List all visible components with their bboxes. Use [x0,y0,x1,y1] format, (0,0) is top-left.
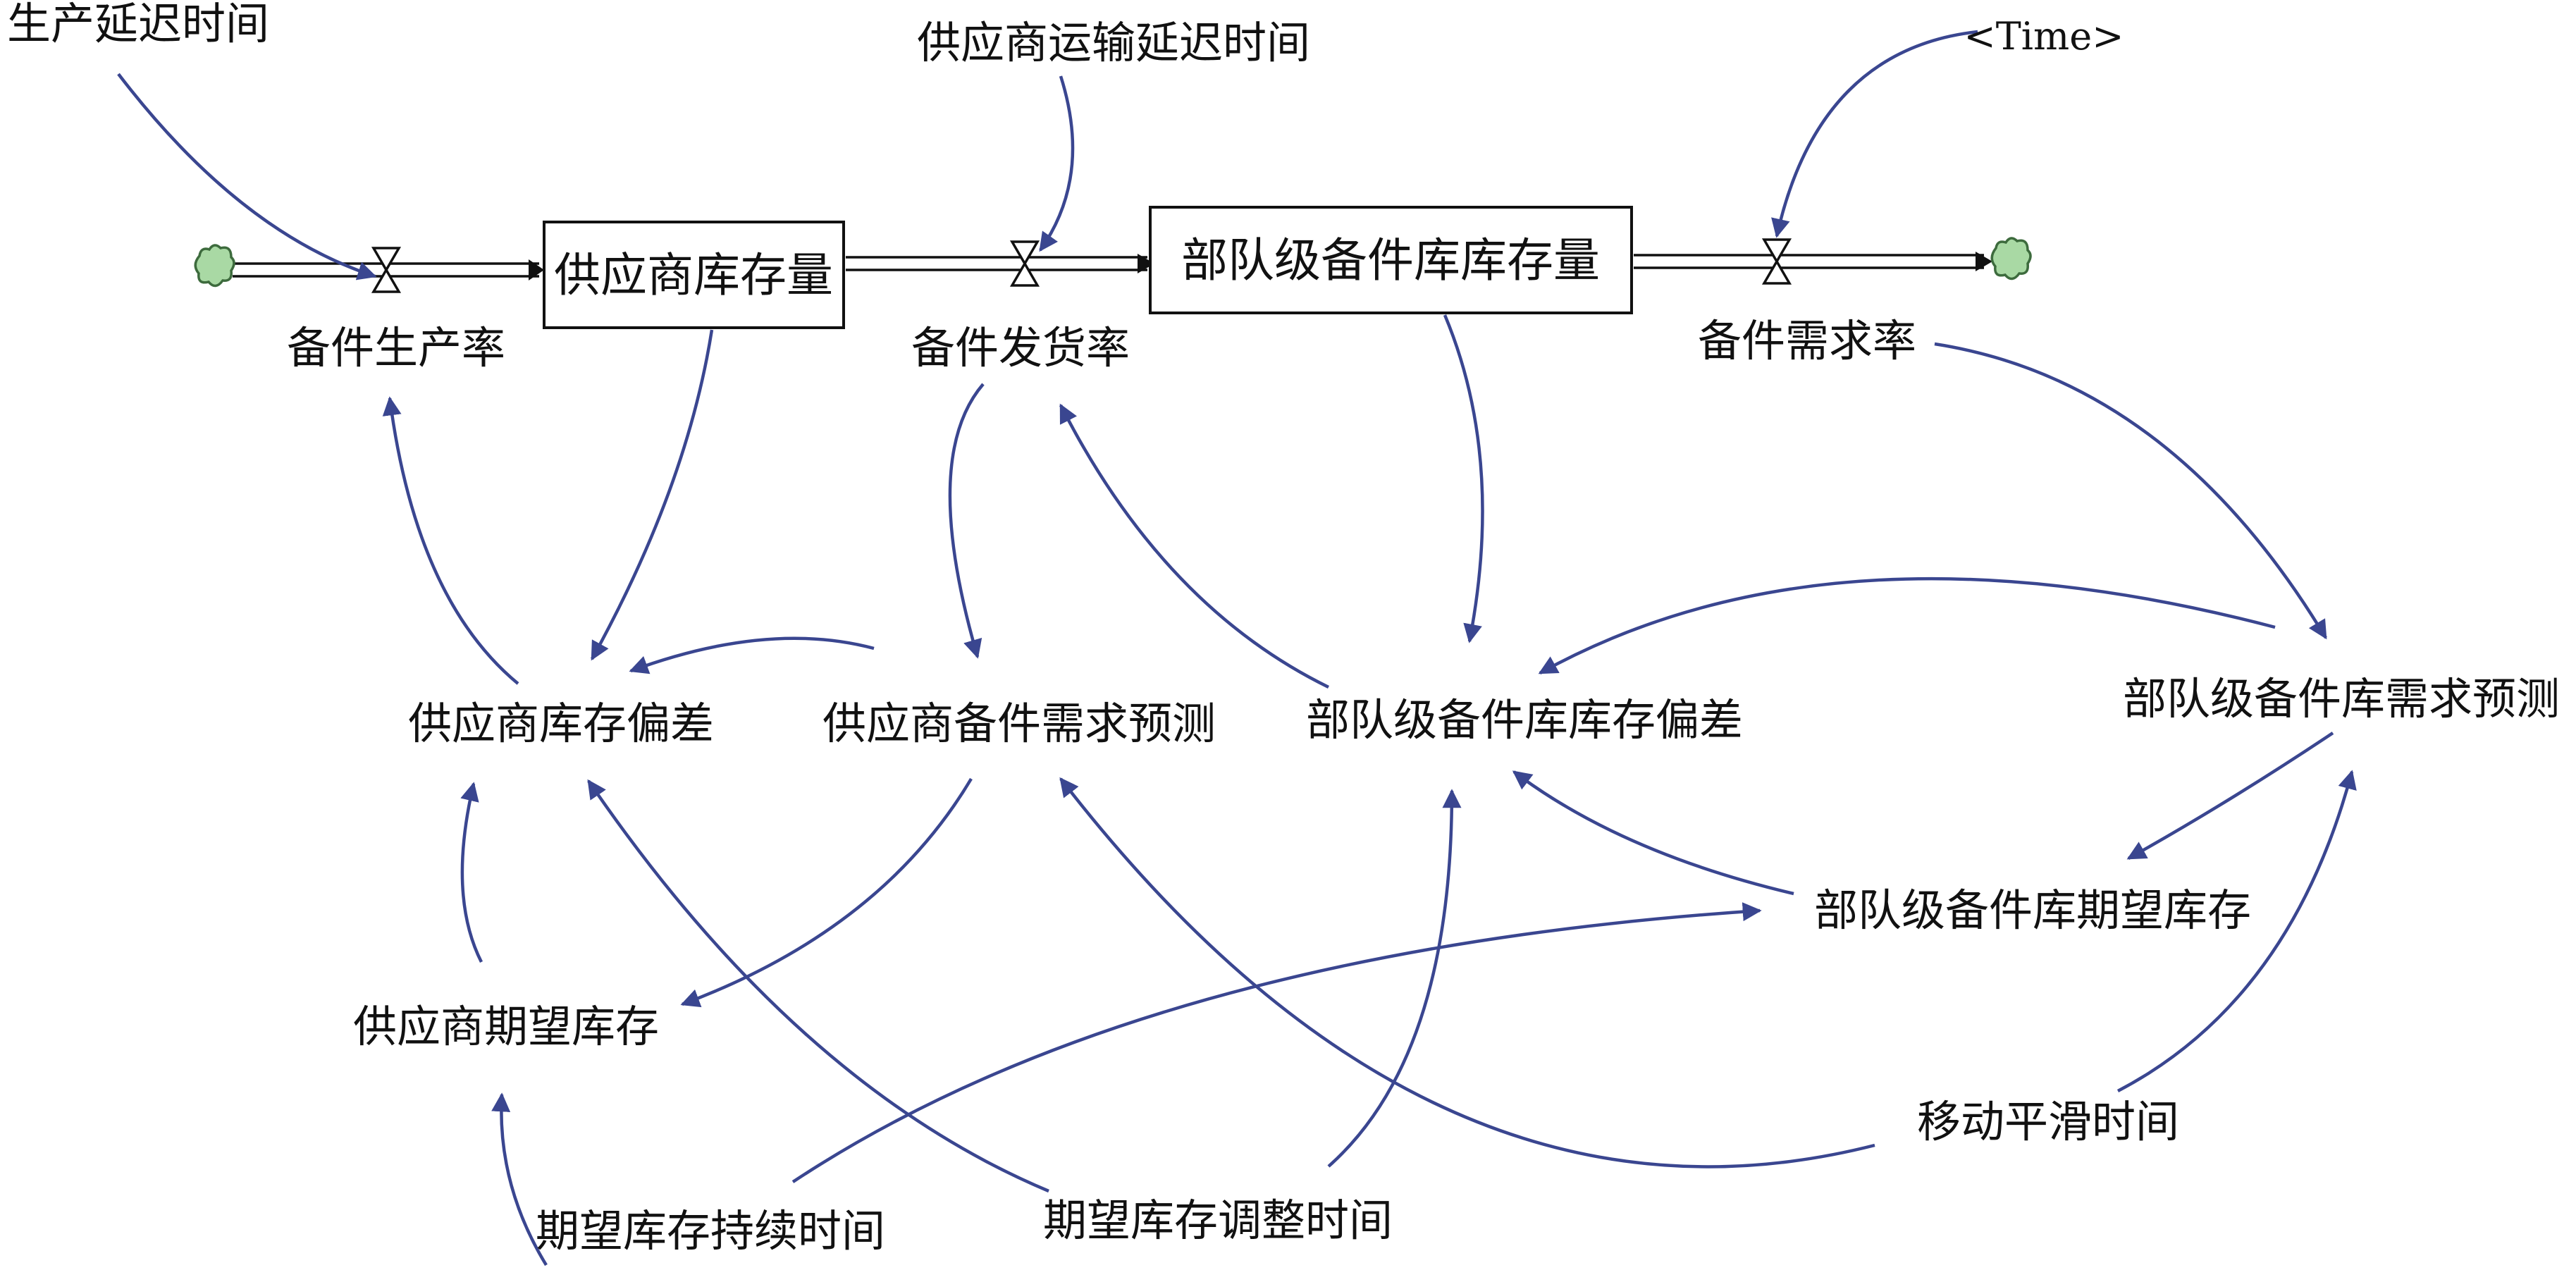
label-unit-demand-forecast: 部队级备件库需求预测 [2123,673,2560,725]
source-cloud-icon [194,244,235,288]
label-supplier-demand-forecast: 供应商备件需求预测 [822,698,1216,749]
label-desired-inventory-duration: 期望库存持续时间 [536,1205,885,1257]
label-smoothing-time: 移动平滑时间 [1917,1096,2179,1147]
link-supplier-stock-to-supplier-gap [591,329,714,661]
label-transport-delay: 供应商运输延迟时间 [917,17,1310,68]
label-supplier-desired-inventory: 供应商期望库存 [353,1001,659,1052]
link-unit-gap-to-shipping-rate [1059,403,1329,689]
label-time: <Time> [1964,14,2124,58]
label-unit-inventory-gap: 部队级备件库库存偏差 [1306,694,1743,746]
pipe-demand-arrowhead [1976,252,1992,271]
link-demand-rate-to-unit-forecast [1934,342,2327,640]
variable-labels: 生产延迟时间 供应商运输延迟时间 <Time> 备件生产率 备件发货率 备件需求… [7,0,2560,1257]
stock-supplier-inventory: 供应商库存量 [543,221,845,329]
valve-production-icon [371,247,402,293]
label-unit-desired-inventory: 部队级备件库期望库存 [1814,884,2251,936]
valve-demand-icon [1761,238,1792,285]
causal-links [117,30,2357,1266]
link-duration-to-unit-desired [791,902,1762,1183]
pipe-demand [1634,252,1992,271]
label-demand-rate: 备件需求率 [1698,315,1916,366]
label-shipping-rate: 备件发货率 [911,322,1130,374]
link-smoothing-to-supplier-forecast [1059,777,1875,1169]
link-supplier-desired-to-supplier-gap [460,782,483,963]
link-time-to-demand-rate [1771,30,1978,238]
link-shipping-rate-to-supplier-forecast [948,383,985,659]
link-supplier-forecast-to-supplier-desired [680,777,973,1008]
stock-supplier-inventory-label: 供应商库存量 [554,248,833,302]
link-adjust-time-to-unit-gap [1327,789,1462,1168]
label-production-rate: 备件生产率 [287,322,505,374]
label-inventory-adjust-time: 期望库存调整时间 [1043,1195,1393,1246]
link-supplier-gap-to-production-rate [382,396,519,685]
pipe-production-arrowhead [529,259,544,280]
link-unit-forecast-to-unit-gap [1538,577,2276,674]
stock-unit-inventory: 部队级备件库库存量 [1149,206,1633,314]
sink-cloud-icon [1990,237,2032,280]
pipe-shipping [846,254,1154,273]
pipe-shipping-arrowhead [1138,254,1154,273]
label-supplier-inventory-gap: 供应商库存偏差 [408,698,714,749]
link-unit-stock-to-unit-gap [1443,314,1484,643]
link-production-delay-to-production-rate [117,73,377,280]
link-transport-delay-to-shipping-rate [1039,75,1075,252]
label-production-delay: 生产延迟时间 [7,0,269,49]
link-adjust-time-to-supplier-gap [587,779,1049,1193]
link-supplier-forecast-to-supplier-gap [629,636,875,674]
link-unit-desired-to-unit-gap [1512,770,1794,896]
link-unit-forecast-to-unit-desired [2126,732,2334,860]
link-smoothing-to-unit-forecast [2116,770,2357,1092]
link-duration-to-supplier-desired [491,1092,548,1266]
stock-unit-inventory-label: 部队级备件库库存量 [1181,233,1600,288]
valve-shipping-icon [1009,240,1040,287]
